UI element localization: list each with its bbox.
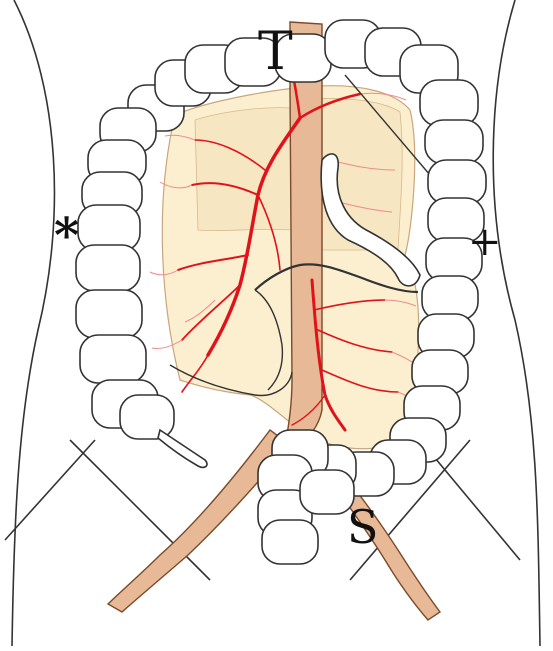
label-right: + (468, 222, 502, 262)
label-top: T (258, 26, 293, 78)
label-bottom: S (347, 504, 379, 550)
label-left: * (54, 212, 79, 260)
